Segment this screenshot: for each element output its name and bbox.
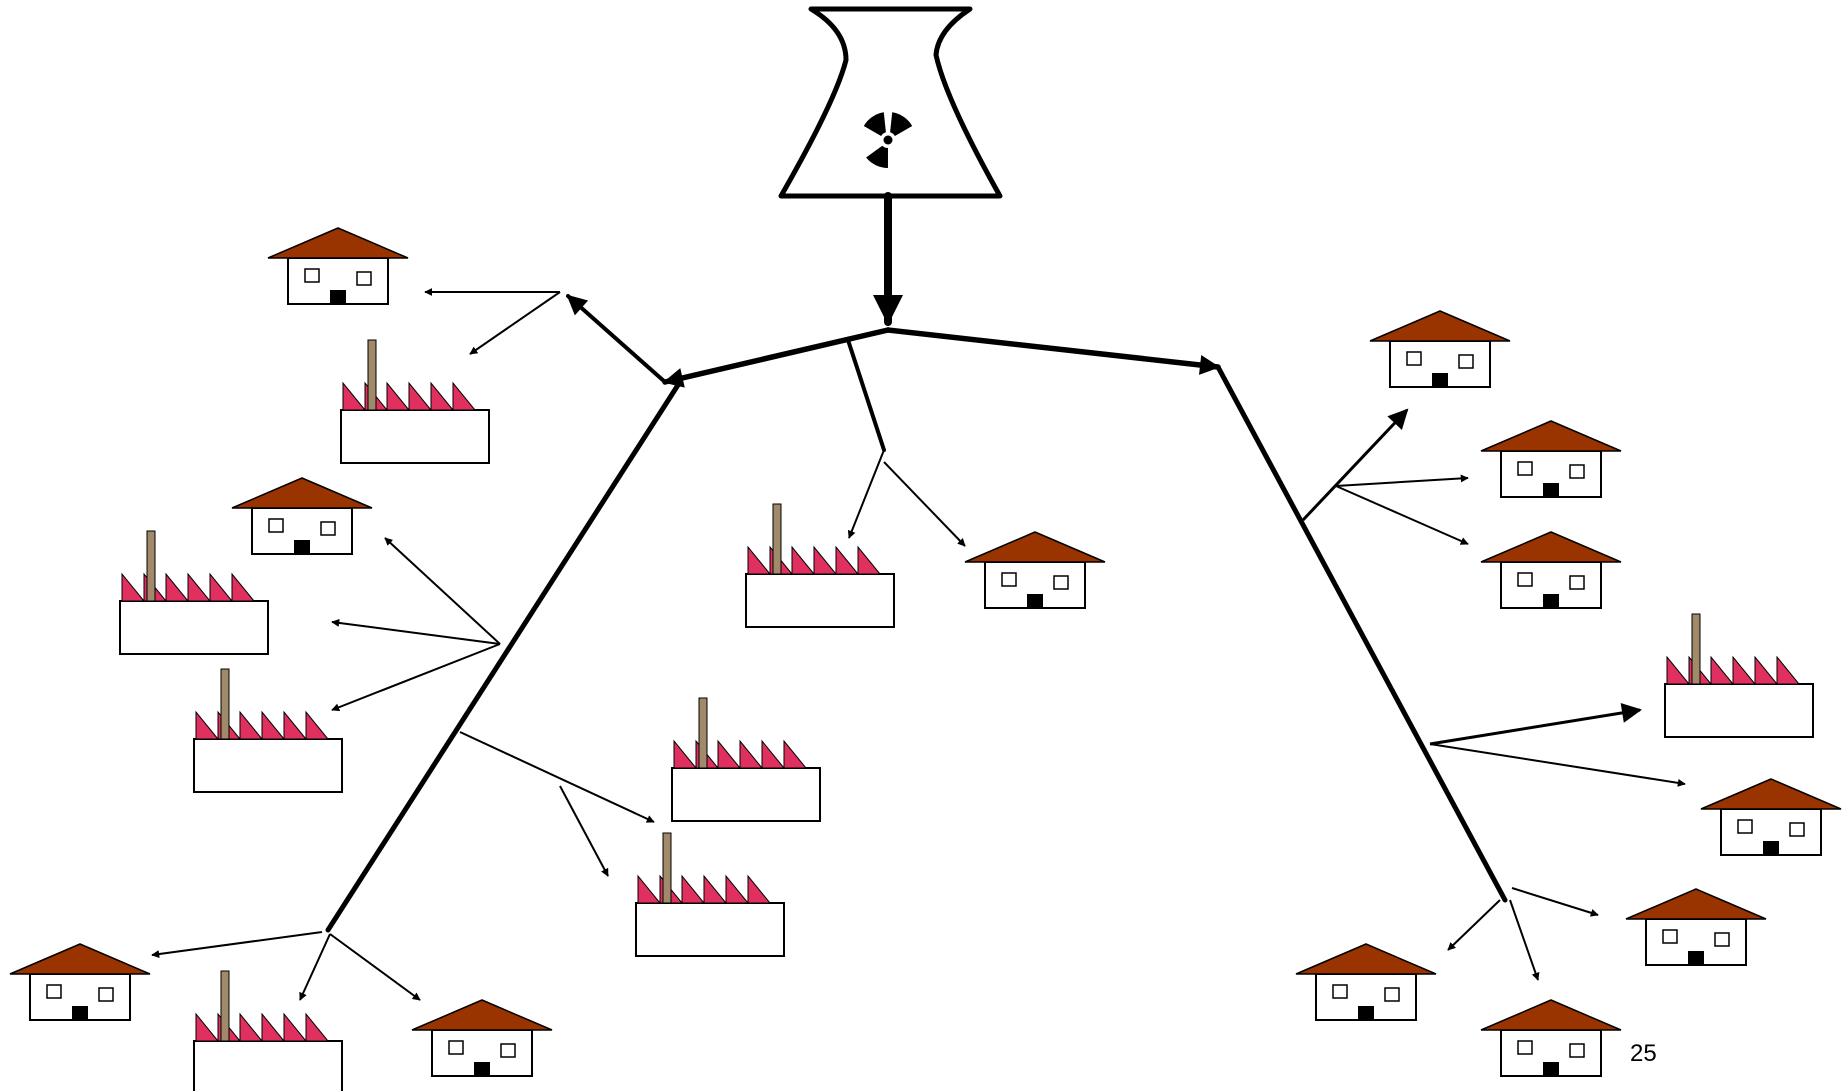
radiation-trefoil-icon bbox=[863, 112, 913, 168]
house-icon bbox=[1480, 999, 1622, 1077]
house-icon bbox=[1480, 420, 1622, 498]
house-icon bbox=[411, 999, 553, 1077]
distribution-arrows bbox=[151, 288, 1686, 1001]
house-icon bbox=[1295, 943, 1437, 1021]
middle-branch bbox=[846, 338, 886, 452]
house-icon bbox=[231, 477, 373, 555]
page-number: 25 bbox=[1630, 1040, 1657, 1067]
factory-icon bbox=[193, 970, 343, 1091]
factory-icon bbox=[119, 530, 269, 655]
factory-icon bbox=[745, 503, 895, 628]
trunk-right-arrow bbox=[885, 327, 1221, 375]
house-icon bbox=[1625, 888, 1767, 966]
right-branch bbox=[1215, 364, 1508, 903]
factory-icon bbox=[635, 832, 785, 957]
house-icon bbox=[9, 943, 151, 1021]
nuclear-cooling-tower-icon bbox=[778, 6, 1003, 199]
house-icon bbox=[267, 227, 409, 305]
house-icon bbox=[1480, 531, 1622, 609]
factory-icon bbox=[193, 668, 343, 793]
house-icon bbox=[1700, 778, 1842, 856]
factory-icon bbox=[1664, 613, 1814, 738]
factory-icon bbox=[671, 697, 821, 822]
trunk-left-arrow bbox=[662, 327, 891, 388]
house-icon bbox=[1369, 310, 1511, 388]
main-lines bbox=[325, 192, 1508, 933]
houses bbox=[9, 227, 1842, 1077]
left-branch bbox=[325, 382, 681, 933]
house-icon bbox=[964, 531, 1106, 609]
factory-icon bbox=[340, 339, 490, 464]
upper-left-feed-arrow bbox=[566, 294, 667, 384]
